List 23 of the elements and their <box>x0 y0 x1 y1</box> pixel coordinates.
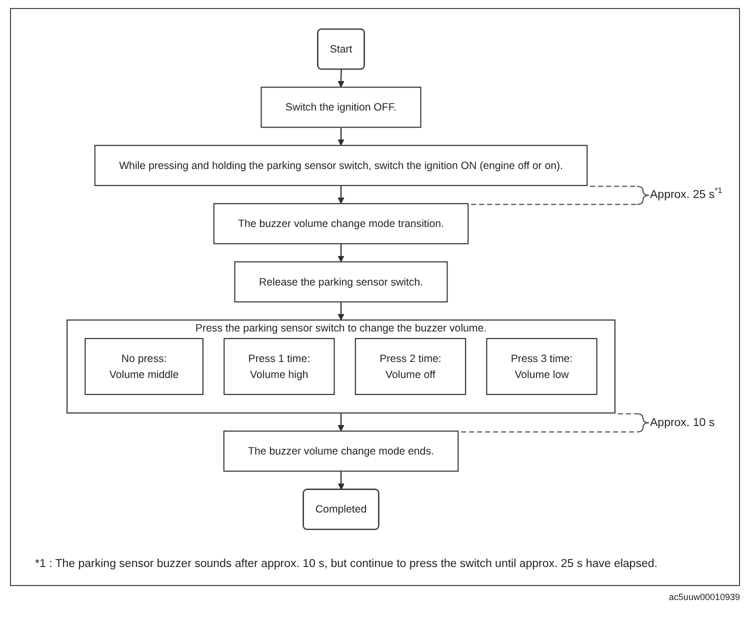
arrow <box>338 69 344 88</box>
duration-label: Approx. 25 s$^{*1}$ <box>650 188 722 202</box>
step-text: Press 1 time: Volume high <box>248 350 310 382</box>
arrow <box>338 302 344 320</box>
figure-code: ac5uuw00010939 <box>668 592 740 603</box>
duration-label: Approx. 10 s <box>650 416 715 430</box>
step-text: Switch the ignition OFF. <box>285 100 397 115</box>
arrow <box>338 412 344 432</box>
step-text: The buzzer volume change mode transition. <box>238 216 444 232</box>
arrow <box>338 185 344 204</box>
step-text: Completed <box>315 502 367 517</box>
step-text: No press: Volume middle <box>109 350 179 382</box>
step-text: While pressing and holding the parking sensor switch, switch the ignition ON (engine off or on). <box>119 158 563 174</box>
arrow <box>338 127 344 146</box>
step-text: Press 2 time: Volume off <box>380 350 442 382</box>
step-text: Release the parking sensor switch. <box>258 274 424 290</box>
step-text: Press 3 time: Volume low <box>510 350 573 382</box>
arrow <box>338 470 344 490</box>
footnote-text: *1 : The parking sensor buzzer sounds after approx. 10 s, but continue to press the switch until approx. 25 s have elapsed. <box>35 557 658 571</box>
step-text: Start <box>330 41 352 57</box>
step-text: The buzzer volume change mode ends. <box>248 444 434 459</box>
group-title: Press the parking sensor switch to change the buzzer volume. <box>195 320 487 336</box>
arrow <box>338 243 344 262</box>
